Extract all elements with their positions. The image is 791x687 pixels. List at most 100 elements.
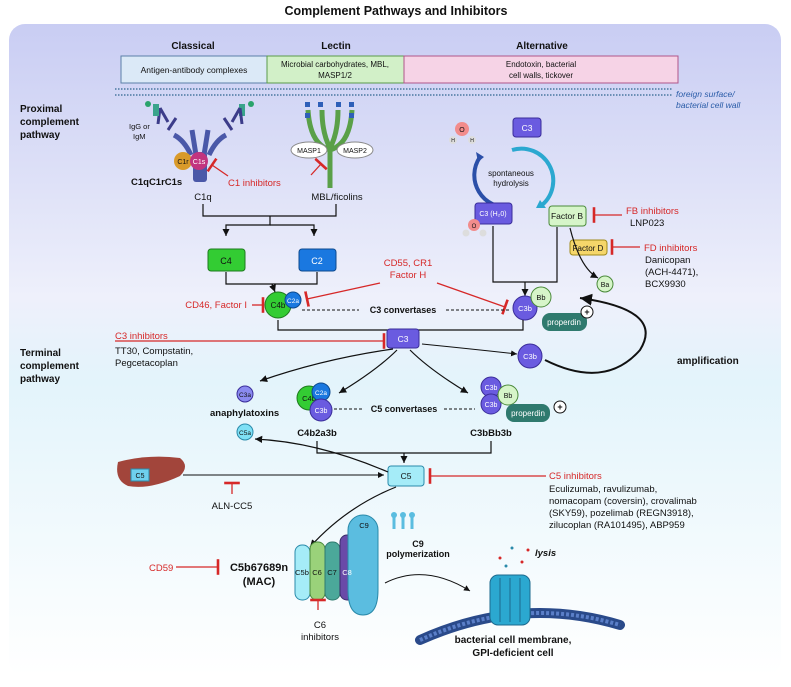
fd-inhibitors-label: FD inhibitors <box>644 243 698 254</box>
c9-poly-label-2: polymerization <box>386 549 450 559</box>
c6-inhibitors-2: inhibitors <box>301 632 339 643</box>
lectin-trigger-line1: Microbial carbohydrates, MBL, <box>281 60 389 69</box>
c5-convertases-label: C5 convertases <box>371 404 438 414</box>
proximal-label-3: pathway <box>20 130 60 141</box>
igg-label-2: IgM <box>133 132 146 141</box>
lectin-inhibition-line <box>310 157 328 176</box>
terminal-c3-label: C3 <box>398 334 409 344</box>
terminal-label-1: Terminal <box>20 348 61 359</box>
c4b-t-label: C4b <box>302 394 316 403</box>
bb-t-node <box>497 384 519 406</box>
anaphylatoxins-label: anaphylatoxins <box>210 408 279 419</box>
water-h2-label: H <box>470 138 474 144</box>
arrow-to-lysis <box>384 574 471 592</box>
c2a-label: C2a <box>287 298 299 305</box>
cell-membrane-illustration <box>415 546 625 645</box>
c3h2o-box <box>474 202 513 225</box>
ba-label: Ba <box>601 282 610 289</box>
terminal-label-3: pathway <box>20 374 60 385</box>
water-molecule-2 <box>462 219 487 237</box>
water-o-label: O <box>459 127 465 134</box>
c3h2o-label: C3 (H₂0) <box>479 211 506 218</box>
igg-label-1: IgG or <box>129 122 150 131</box>
hydrolysis-label-1: spontaneous <box>488 169 534 178</box>
lysis-label: lysis <box>535 548 556 559</box>
mac-c9-label: C9 <box>359 521 369 530</box>
arrow-to-c3a <box>259 348 394 383</box>
page-title: Complement Pathways and Inhibitors <box>285 4 508 18</box>
mac-name-2: (MAC) <box>243 576 276 588</box>
classical-trigger: Antigen-antibody complexes <box>141 65 248 75</box>
fb-inhibitors-label: FB inhibitors <box>626 206 679 217</box>
c3b-b-node <box>480 393 502 415</box>
c3-drugs-1: TT30, Compstatin, <box>115 346 193 357</box>
lectin-trigger-box <box>266 55 405 84</box>
properdin-2-label: properdin <box>511 409 545 418</box>
properdin-1-label: properdin <box>547 318 581 327</box>
c1-complex-illustration <box>145 101 254 182</box>
mac-name-1: C5b67689n <box>230 562 288 574</box>
c1s-label: C1s <box>193 159 206 166</box>
c3a-label: C3a <box>239 392 251 399</box>
plus-2 <box>553 400 567 414</box>
liver-c5-box <box>130 468 150 482</box>
cd46-label: CD46, Factor I <box>185 300 247 311</box>
c2a-node <box>284 291 302 309</box>
arrow-to-c2 <box>270 224 318 236</box>
fd-drug-1: Danicopan <box>645 255 690 266</box>
c1r-label: C1r <box>177 159 189 166</box>
proximal-label-2: complement <box>20 117 80 128</box>
c9-polymer-icons <box>391 512 415 529</box>
bb-alt-node <box>530 286 552 308</box>
water-h1-label: H <box>451 138 455 144</box>
mbl-illustration <box>290 102 374 188</box>
fd-drug-3: BCX9930 <box>645 279 686 290</box>
c3-drugs-2: Pegcetacoplan <box>115 358 178 369</box>
water2-o-label: O <box>472 224 477 230</box>
aln-label: ALN-CC5 <box>212 501 253 512</box>
c3b-alt-node <box>512 295 538 321</box>
c2a-t-label: C2a <box>315 390 327 397</box>
bb-t-label: Bb <box>504 393 513 400</box>
hydrolysis-label-2: hydrolysis <box>493 179 529 188</box>
fd-drug-2: (ACH-4471), <box>645 267 698 278</box>
cd59-label: CD59 <box>149 563 173 574</box>
arrow-to-ba <box>569 227 599 279</box>
proximal-label-1: Proximal <box>20 104 62 115</box>
c1-inhibition-line <box>206 157 229 177</box>
terminal-c3-box <box>386 328 420 349</box>
factor-d-label: Factor D <box>573 244 604 253</box>
c5-box <box>387 465 425 487</box>
plus-2-label: + <box>557 402 562 412</box>
properdin-1 <box>542 313 587 331</box>
arrow-to-c4 <box>222 216 271 236</box>
mac-c7-label: C7 <box>327 568 337 577</box>
fb-drug-label: LNP023 <box>630 218 664 229</box>
c3b-amp-label: C3b <box>523 352 537 361</box>
c2-label: C2 <box>311 256 323 266</box>
c3bbb3b-label: C3bBb3b <box>470 428 512 439</box>
foreign-surface-label-2: bacterial cell wall <box>676 100 741 110</box>
mbl-label: MBL/ficolins <box>311 192 362 203</box>
c3b-t-node <box>309 398 333 422</box>
c4b2a3b-label: C4b2a3b <box>297 428 337 439</box>
c3a-node <box>236 385 254 403</box>
arrow-to-c5a <box>254 435 389 473</box>
c2-box <box>298 248 337 272</box>
liver-c5-label: C5 <box>136 473 145 480</box>
amplification-loop <box>544 293 647 374</box>
arrow-to-c5conv-left <box>338 349 398 394</box>
c5-inhibitors-label: C5 inhibitors <box>549 471 602 482</box>
membrane-label-1: bacterial cell membrane, <box>455 635 572 646</box>
c1-inhibitors-label: C1 inhibitors <box>228 178 281 189</box>
c1-complex-name: C1qC1rC1s <box>131 177 182 188</box>
c3b-t-label: C3b <box>315 408 328 415</box>
water-molecule-1 <box>449 122 476 144</box>
mac-illustration <box>294 514 379 616</box>
c3b-alt-label: C3b <box>518 304 532 313</box>
bb-alt-label: Bb <box>536 293 545 302</box>
c4-label: C4 <box>220 256 232 266</box>
mac-c8-label: C8 <box>342 568 352 577</box>
arrow-to-c5conv-right <box>409 349 469 394</box>
